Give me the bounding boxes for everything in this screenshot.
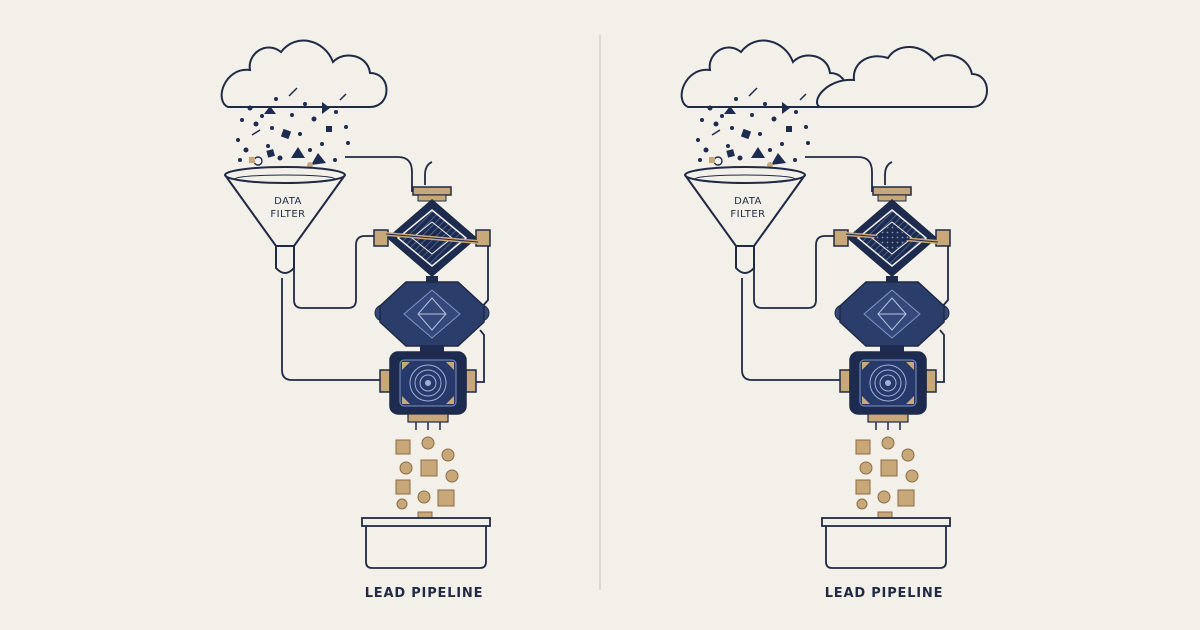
funnel-label-line1: DATA (734, 196, 762, 207)
funnel-label-line1: DATA (274, 196, 302, 207)
cloud-icon (816, 46, 988, 108)
funnel-label-line2: FILTER (270, 209, 305, 220)
panel-right: DATA FILTER LEAD PIPELINE (679, 38, 988, 601)
funnel-label-line2: FILTER (730, 209, 765, 220)
pipeline-label: LEAD PIPELINE (365, 586, 484, 601)
panel-left: DATA FILTER LEAD PIPELINE (219, 38, 492, 601)
pipeline-label: LEAD PIPELINE (825, 586, 944, 601)
